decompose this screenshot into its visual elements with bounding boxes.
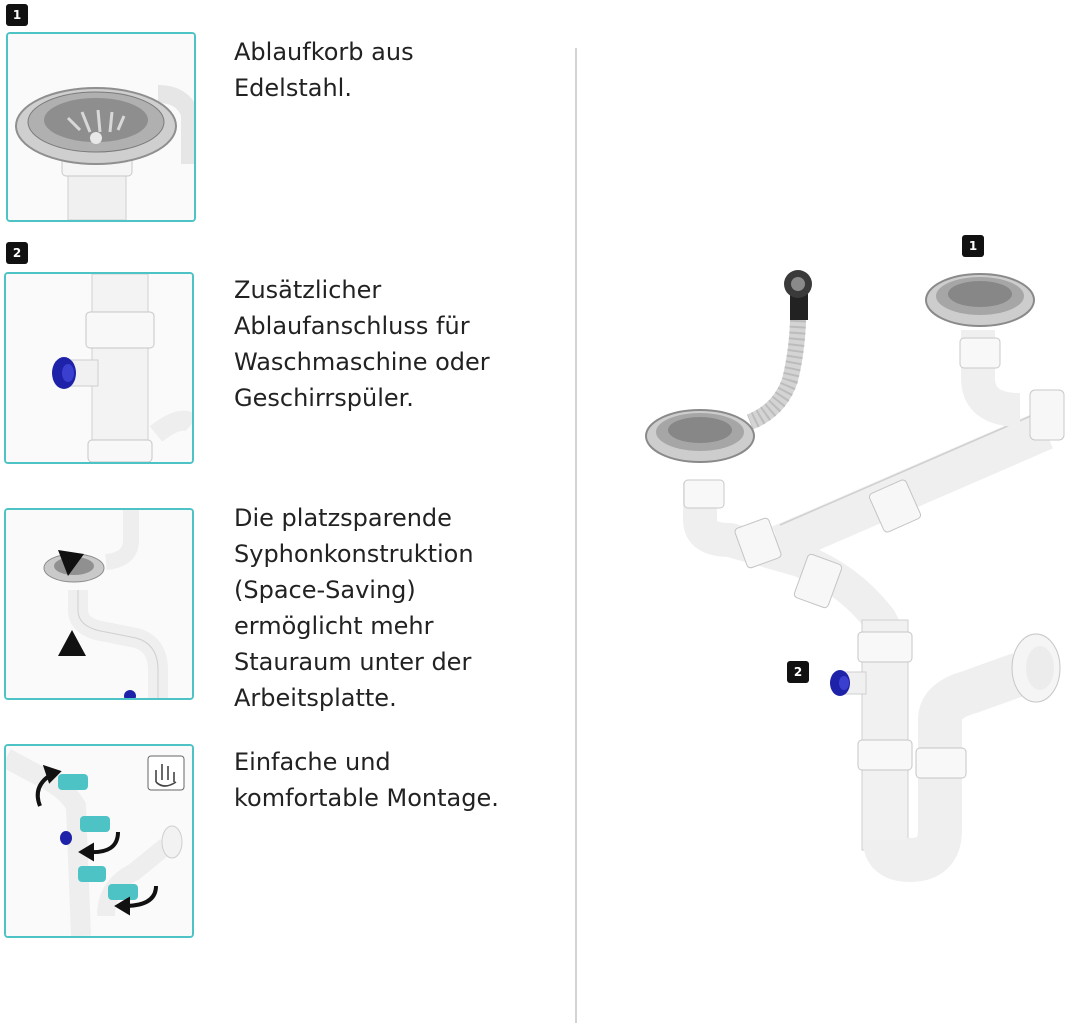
caption-line: Ablaufkorb aus bbox=[234, 38, 414, 66]
caption-line: Waschmaschine oder bbox=[234, 348, 490, 376]
siphon-product-diagram bbox=[600, 200, 1080, 900]
diagram-label-1: 1 bbox=[962, 235, 984, 257]
caption-line: Geschirrspüler. bbox=[234, 384, 414, 412]
feature-2-caption: Zusätzlicher Ablaufanschluss für Waschma… bbox=[234, 272, 490, 416]
caption-line: Ablaufanschluss für bbox=[234, 312, 470, 340]
caption-line: Einfache und bbox=[234, 748, 391, 776]
feature-4-caption: Einfache und komfortable Montage. bbox=[234, 744, 499, 816]
feature-1-caption: Ablaufkorb aus Edelstahl. bbox=[234, 34, 414, 106]
caption-line: ermöglicht mehr bbox=[234, 612, 434, 640]
vertical-divider bbox=[575, 48, 577, 1023]
caption-line: Arbeitsplatte. bbox=[234, 684, 397, 712]
diagram-label-2: 2 bbox=[787, 661, 809, 683]
caption-line: Die platzsparende bbox=[234, 504, 452, 532]
caption-line: Syphonkonstruktion bbox=[234, 540, 474, 568]
assembly-thumbnail bbox=[4, 744, 194, 938]
caption-line: Stauraum unter der bbox=[234, 648, 472, 676]
space-saving-thumbnail bbox=[4, 508, 194, 700]
caption-line: komfortable Montage. bbox=[234, 784, 499, 812]
connector-thumbnail bbox=[4, 272, 194, 464]
caption-line: Edelstahl. bbox=[234, 74, 352, 102]
caption-line: (Space-Saving) bbox=[234, 576, 416, 604]
caption-line: Zusätzlicher bbox=[234, 276, 382, 304]
feature-3-caption: Die platzsparende Syphonkonstruktion (Sp… bbox=[234, 500, 474, 716]
feature-2-badge: 2 bbox=[6, 242, 28, 264]
hand-icon bbox=[147, 755, 185, 791]
feature-1-badge: 1 bbox=[6, 4, 28, 26]
strainer-basket-thumbnail bbox=[6, 32, 196, 222]
